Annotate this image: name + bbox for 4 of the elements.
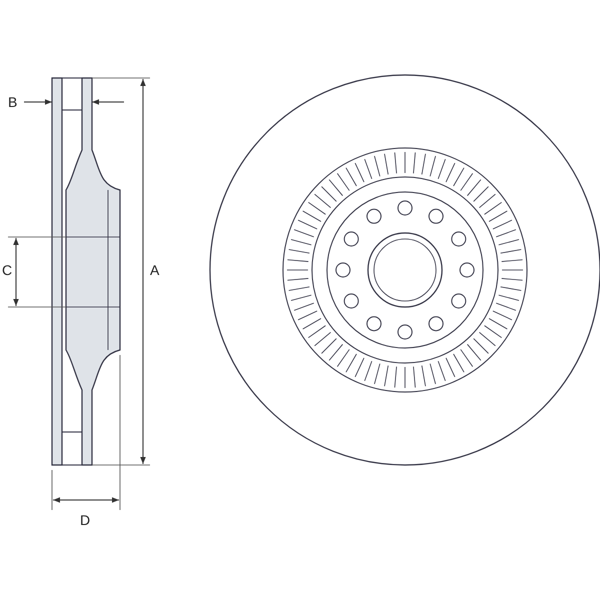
dimension-label: C xyxy=(2,262,12,278)
dimension-label: A xyxy=(150,262,160,278)
dimension-label: D xyxy=(80,512,90,528)
dimension-label: B xyxy=(8,94,18,110)
